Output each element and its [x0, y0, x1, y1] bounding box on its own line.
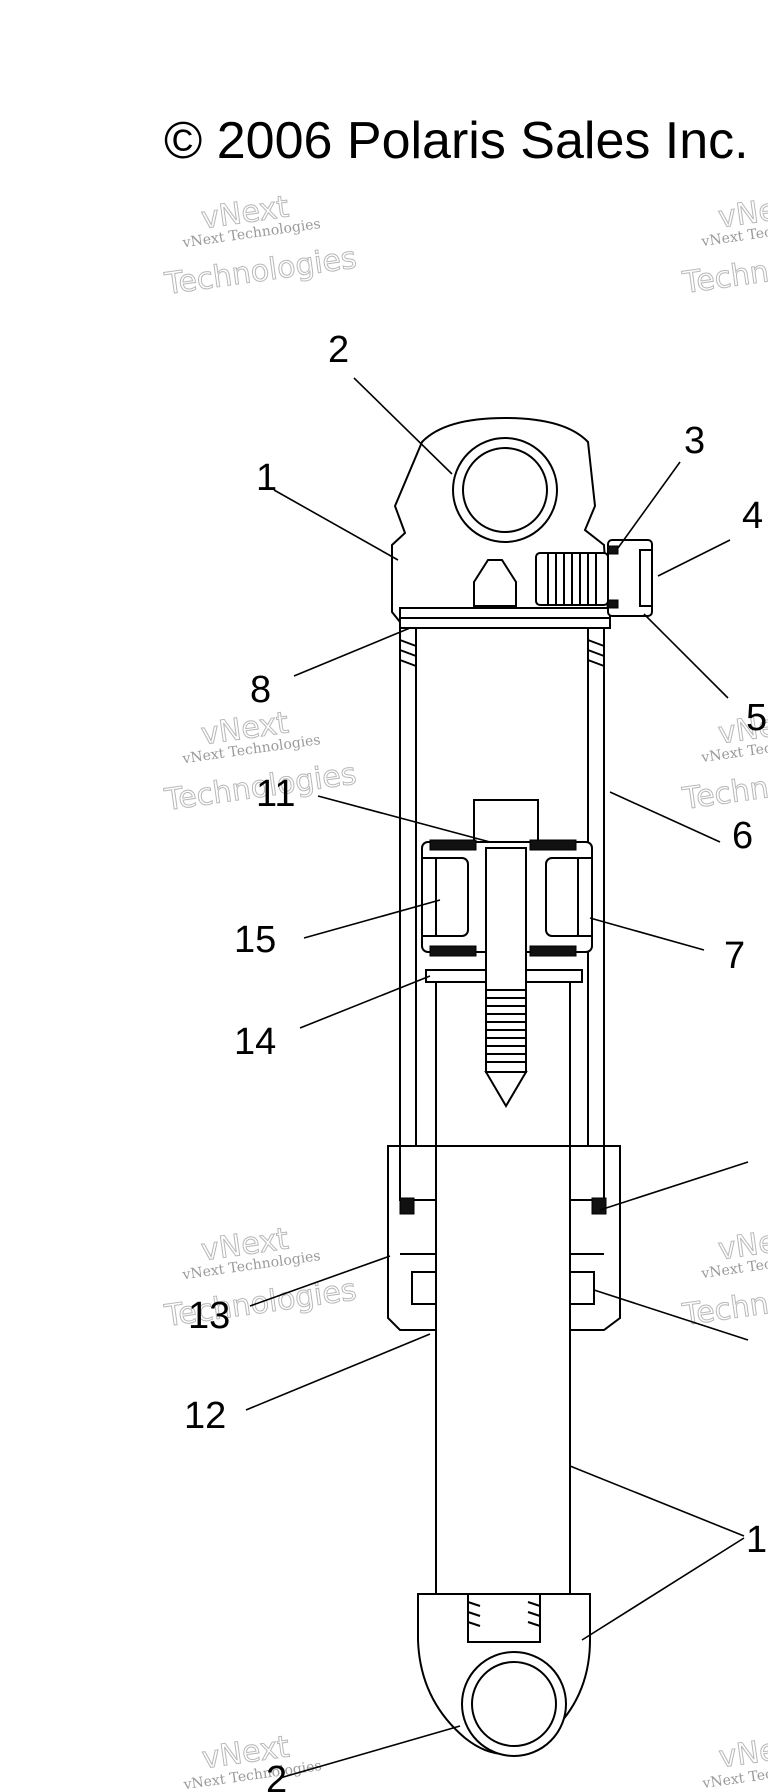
callout-6: 6	[732, 815, 753, 857]
fitting-threads	[547, 553, 597, 605]
callout-3: 3	[684, 420, 705, 462]
callout-12: 12	[184, 1395, 226, 1437]
svg-text:Technologies: Technologies	[680, 755, 768, 817]
watermark-top-right: vNext vNext Technologies Technologies	[679, 188, 768, 302]
callout-11: 11	[256, 773, 295, 815]
lower-threads	[467, 1601, 541, 1627]
callout-2-bottom: 2	[266, 1759, 287, 1792]
watermark-lower-right: vNext vNext Technologies Technologies	[679, 1220, 768, 1334]
valve-fitting	[473, 539, 653, 617]
leader-lines	[245, 377, 749, 1779]
watermark-lower-left: vNext vNext Technologies Technologies	[161, 1221, 359, 1335]
seal-head	[387, 1145, 621, 1331]
callout-labels: 1 2 3 4 5 6 7 8 11 12 13 14 15 1 2	[184, 329, 767, 1792]
watermark-top-left: vNext vNext Technologies Technologies	[161, 189, 359, 303]
watermark-bottom-right: vNext vNext Technologies	[701, 1728, 768, 1792]
callout-14: 14	[234, 1021, 276, 1063]
piston-assembly	[421, 799, 593, 1108]
svg-text:Technologies: Technologies	[680, 239, 768, 301]
lower-mount	[417, 1593, 591, 1757]
callout-5: 5	[746, 697, 767, 739]
callout-8: 8	[250, 669, 271, 711]
callout-4: 4	[742, 495, 763, 537]
svg-text:Technologies: Technologies	[680, 1271, 768, 1333]
callout-1-bottom: 1	[746, 1519, 767, 1561]
callout-2: 2	[328, 329, 349, 371]
upper-threads	[399, 639, 605, 667]
callout-13: 13	[188, 1295, 230, 1337]
callout-7: 7	[724, 935, 745, 977]
watermark-bottom-left: vNext vNext Technologies	[182, 1729, 323, 1792]
upper-mount-cap	[391, 416, 611, 681]
callout-15: 15	[234, 919, 276, 961]
rod-threads	[486, 989, 526, 1063]
callout-1: 1	[256, 457, 277, 499]
copyright-notice: © 2006 Polaris Sales Inc.	[164, 112, 749, 170]
